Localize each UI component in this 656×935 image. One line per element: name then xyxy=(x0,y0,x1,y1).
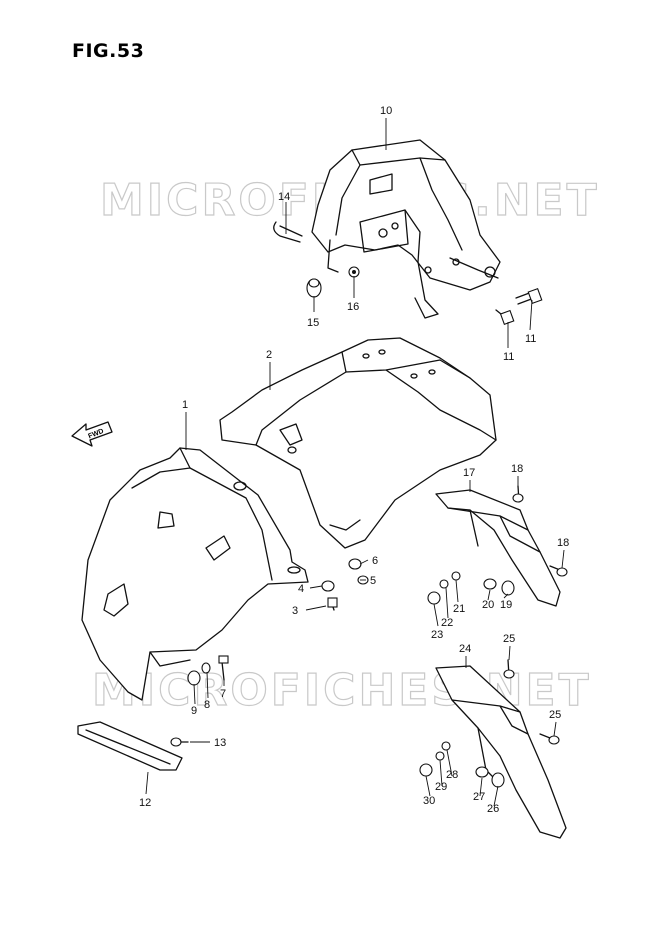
callout-27: 27 xyxy=(473,791,485,803)
callout-3: 3 xyxy=(292,605,298,617)
nut-26 xyxy=(491,772,505,788)
callout-6: 6 xyxy=(372,555,378,567)
washer-20 xyxy=(483,578,497,590)
fwd-direction-arrow: FWD xyxy=(71,421,113,447)
washer-28 xyxy=(441,741,451,751)
bolt-25a xyxy=(503,659,515,679)
bolt-11a xyxy=(515,287,543,305)
bolt-11b xyxy=(495,309,515,326)
callout-16: 16 xyxy=(347,301,359,313)
nut-6 xyxy=(348,558,362,570)
callout-20: 20 xyxy=(482,599,494,611)
callout-9: 9 xyxy=(191,705,197,717)
callout-19: 19 xyxy=(500,599,512,611)
callout-10: 10 xyxy=(380,105,392,117)
callout-1: 1 xyxy=(182,399,188,411)
callout-11b: 11 xyxy=(503,351,514,363)
callout-13: 13 xyxy=(214,737,226,749)
callout-11a: 11 xyxy=(525,333,536,345)
bolt-18a xyxy=(512,485,524,503)
callout-30: 30 xyxy=(423,795,435,807)
clip-14 xyxy=(273,221,303,243)
callout-7: 7 xyxy=(220,688,226,700)
callout-15: 15 xyxy=(307,317,319,329)
callout-29: 29 xyxy=(435,781,447,793)
nut-15 xyxy=(306,278,322,298)
callout-8: 8 xyxy=(204,699,210,711)
bolt-18b xyxy=(549,565,568,577)
bracket-assembly xyxy=(311,139,501,319)
callout-12: 12 xyxy=(139,797,151,809)
callout-25b: 25 xyxy=(549,709,561,721)
callout-21: 21 xyxy=(453,603,465,615)
washer-29 xyxy=(435,751,445,761)
nut-9 xyxy=(187,670,201,686)
callout-23: 23 xyxy=(431,629,443,641)
mud-flap xyxy=(77,721,183,771)
washer-21 xyxy=(451,571,461,581)
bolt-25b xyxy=(539,733,560,745)
callout-14: 14 xyxy=(278,191,290,203)
washer-22 xyxy=(439,579,449,589)
callout-18b: 18 xyxy=(557,537,569,549)
screw-13 xyxy=(170,737,189,747)
washer-16 xyxy=(348,266,360,278)
callout-24: 24 xyxy=(459,643,471,655)
washer-27 xyxy=(475,766,489,778)
rear-fender-rear-section xyxy=(219,337,497,549)
washer-8 xyxy=(201,662,211,674)
callout-25a: 25 xyxy=(503,633,515,645)
callout-18a: 18 xyxy=(511,463,523,475)
callout-labels: 1 2 3 4 5 6 7 8 9 10 11 11 12 13 14 15 1… xyxy=(139,105,569,815)
bolt-3 xyxy=(327,597,338,611)
nut-19 xyxy=(501,580,515,596)
callout-26: 26 xyxy=(487,803,499,815)
rear-fender-front-section xyxy=(81,447,309,701)
callout-17: 17 xyxy=(463,467,475,479)
left-side-cover xyxy=(435,489,561,607)
leader-lines xyxy=(145,118,565,807)
washer-4 xyxy=(321,580,335,592)
callout-5: 5 xyxy=(370,575,376,587)
callout-4: 4 xyxy=(298,583,304,595)
callout-28: 28 xyxy=(446,769,458,781)
bolt-7 xyxy=(218,655,229,681)
callout-2: 2 xyxy=(266,349,272,361)
right-side-cover xyxy=(435,665,567,839)
figure-title: FIG.53 xyxy=(72,40,145,62)
nut-30 xyxy=(419,763,433,777)
callout-22: 22 xyxy=(441,617,453,629)
nut-23 xyxy=(427,591,441,605)
